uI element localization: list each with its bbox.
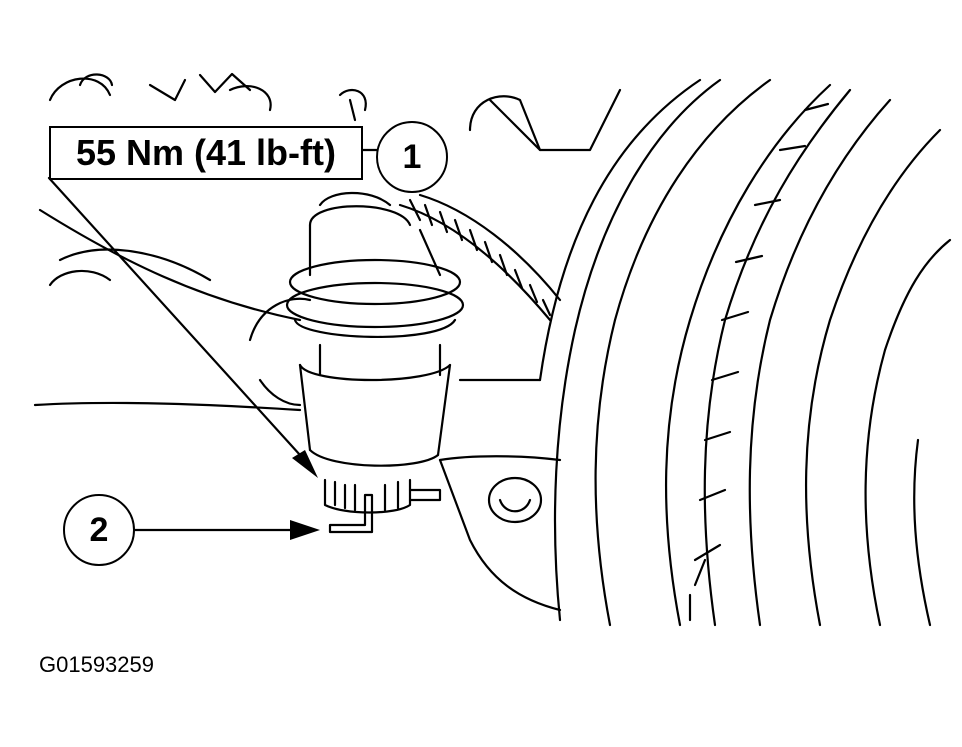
arrowhead-1 bbox=[292, 450, 318, 478]
caliper-body bbox=[438, 88, 622, 612]
torque-spec-label: 55 Nm (41 lb-ft) bbox=[49, 126, 363, 180]
arrowhead-2 bbox=[290, 520, 320, 540]
figure-id: G01593259 bbox=[39, 652, 154, 677]
callout-2: 2 bbox=[63, 494, 135, 566]
guide-pin-assembly bbox=[285, 191, 465, 534]
leader-lines bbox=[47, 148, 379, 532]
background-parts bbox=[33, 72, 367, 412]
callout-1: 1 bbox=[376, 121, 448, 193]
brake-rotor bbox=[538, 78, 952, 627]
brake-hose bbox=[398, 193, 562, 322]
